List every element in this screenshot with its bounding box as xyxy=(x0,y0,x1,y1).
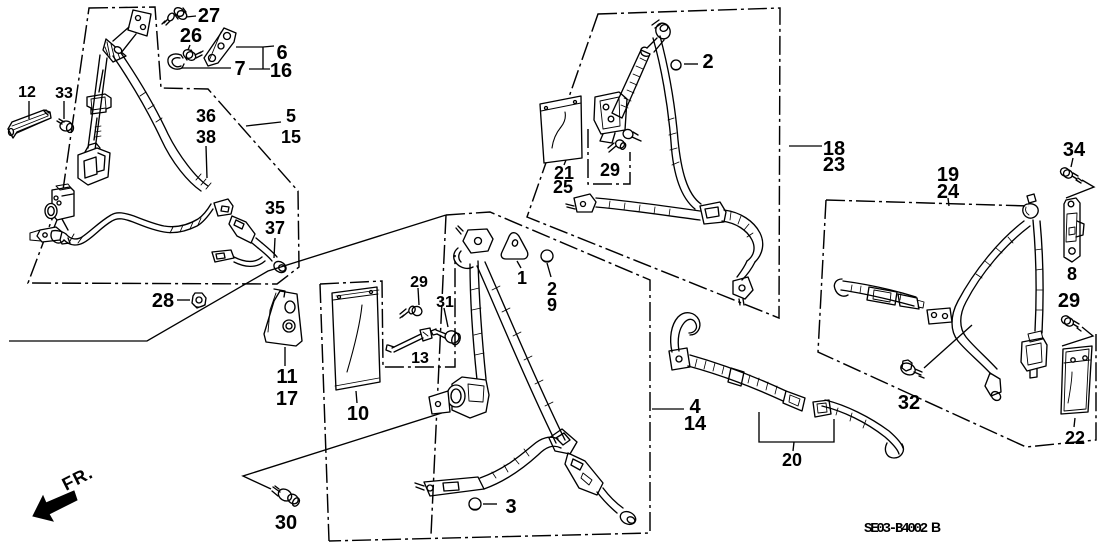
svg-text:25: 25 xyxy=(553,177,573,197)
svg-text:29: 29 xyxy=(600,160,620,180)
svg-text:22: 22 xyxy=(1065,428,1085,448)
svg-text:32: 32 xyxy=(898,392,920,414)
svg-text:3: 3 xyxy=(505,496,516,518)
svg-text:14: 14 xyxy=(684,413,707,435)
svg-text:8: 8 xyxy=(1067,264,1077,284)
svg-text:FR.: FR. xyxy=(59,462,97,494)
svg-text:36: 36 xyxy=(196,106,216,126)
svg-text:24: 24 xyxy=(937,181,960,203)
svg-text:27: 27 xyxy=(198,5,220,27)
svg-text:11: 11 xyxy=(276,366,297,388)
svg-text:7: 7 xyxy=(234,58,245,80)
svg-text:5: 5 xyxy=(286,106,296,126)
svg-text:34: 34 xyxy=(1063,139,1086,161)
svg-text:2: 2 xyxy=(547,279,557,299)
svg-text:28: 28 xyxy=(152,290,174,312)
svg-text:SE03-B4002: SE03-B4002 xyxy=(864,521,928,537)
svg-text:13: 13 xyxy=(411,350,429,367)
svg-text:30: 30 xyxy=(275,512,297,534)
svg-text:12: 12 xyxy=(18,84,36,101)
svg-text:21: 21 xyxy=(554,163,574,183)
svg-text:38: 38 xyxy=(196,127,216,147)
svg-text:6: 6 xyxy=(276,42,287,64)
svg-text:20: 20 xyxy=(782,450,802,470)
svg-text:35: 35 xyxy=(265,198,285,218)
svg-text:23: 23 xyxy=(823,154,845,176)
svg-text:18: 18 xyxy=(823,138,845,160)
svg-text:9: 9 xyxy=(547,295,557,315)
svg-text:2: 2 xyxy=(702,51,713,73)
svg-text:37: 37 xyxy=(265,218,285,238)
svg-text:B: B xyxy=(931,519,941,535)
svg-text:26: 26 xyxy=(180,25,202,47)
svg-text:16: 16 xyxy=(270,60,292,82)
svg-text:29: 29 xyxy=(1058,290,1080,312)
svg-text:15: 15 xyxy=(281,127,301,147)
svg-text:17: 17 xyxy=(276,388,298,410)
svg-text:1: 1 xyxy=(517,268,527,288)
svg-text:33: 33 xyxy=(55,85,73,102)
svg-text:4: 4 xyxy=(689,396,701,418)
svg-text:31: 31 xyxy=(436,294,454,311)
svg-text:10: 10 xyxy=(347,403,369,425)
svg-text:29: 29 xyxy=(410,274,428,291)
svg-text:19: 19 xyxy=(937,164,959,186)
